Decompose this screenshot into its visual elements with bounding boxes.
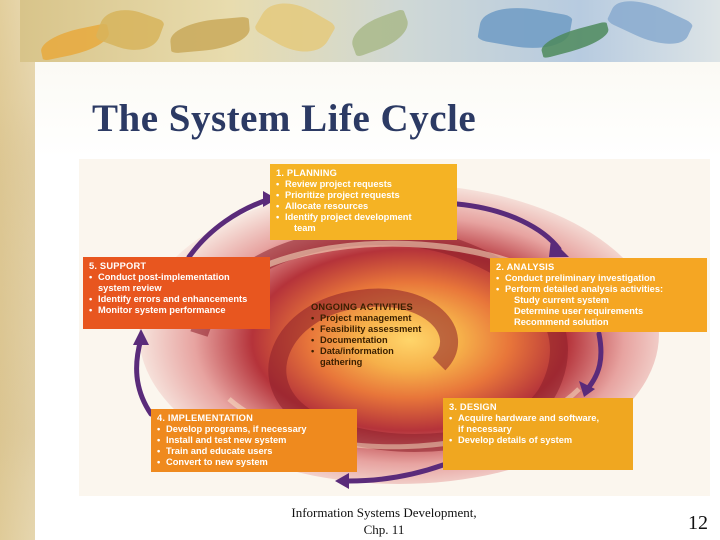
ongoing-activities-box: ONGOING ACTIVITIES Project management Fe… <box>305 298 457 376</box>
support-item-continuation: system review <box>98 283 162 293</box>
planning-item: Allocate resources <box>276 201 451 212</box>
design-item: Develop details of system <box>449 435 627 446</box>
planning-item-continuation: team <box>294 223 316 233</box>
arrowhead <box>335 473 349 489</box>
support-heading: 5. SUPPORT <box>89 261 147 271</box>
planning-item: Review project requests <box>276 179 451 190</box>
arrowhead <box>579 381 595 397</box>
ongoing-item: Feasibility assessment <box>311 324 451 335</box>
footer-line: Chp. 11 <box>363 522 405 537</box>
slide-footer: Information Systems Development, Chp. 11 <box>271 504 497 538</box>
arrow-implementation-to-support <box>134 336 154 417</box>
analysis-item: Perform detailed analysis activities: <box>496 284 701 295</box>
decorative-leaf-banner <box>20 0 720 62</box>
planning-heading: 1. PLANNING <box>276 168 338 178</box>
page-number: 12 <box>688 512 708 534</box>
system-life-cycle-diagram: 1. PLANNING Review project requests Prio… <box>79 159 710 496</box>
ongoing-heading: ONGOING ACTIVITIES <box>311 302 413 312</box>
implementation-item: Develop programs, if necessary <box>157 424 351 435</box>
support-item: Monitor system performance <box>89 305 264 316</box>
support-item: Conduct post-implementation <box>89 272 264 283</box>
slide-title: The System Life Cycle <box>92 97 477 140</box>
analysis-subitem: Study current system <box>514 295 610 305</box>
arrowhead <box>133 329 149 345</box>
analysis-subitem: Recommend solution <box>514 317 609 327</box>
implementation-phase-box: 4. IMPLEMENTATION Develop programs, if n… <box>151 409 357 472</box>
analysis-subitem: Determine user requirements <box>514 306 644 316</box>
planning-item: Identify project development <box>276 212 451 223</box>
planning-item: Prioritize project requests <box>276 190 451 201</box>
implementation-item: Install and test new system <box>157 435 351 446</box>
arrow-analysis-to-design <box>586 331 604 390</box>
footer-line: Information Systems Development, <box>291 505 477 520</box>
design-item: Acquire hardware and software, <box>449 413 627 424</box>
analysis-phase-box: 2. ANALYSIS Conduct preliminary investig… <box>490 258 707 332</box>
support-item: Identify errors and enhancements <box>89 294 264 305</box>
ongoing-item: Data/information <box>311 346 451 357</box>
design-item-continuation: if necessary <box>458 424 512 434</box>
arrow-support-to-planning <box>186 196 273 260</box>
analysis-heading: 2. ANALYSIS <box>496 262 555 272</box>
planning-phase-box: 1. PLANNING Review project requests Prio… <box>270 164 457 240</box>
analysis-item: Conduct preliminary investigation <box>496 273 701 284</box>
implementation-item: Train and educate users <box>157 446 351 457</box>
ongoing-item: Project management <box>311 313 451 324</box>
ongoing-item-continuation: gathering <box>320 357 363 367</box>
implementation-item: Convert to new system <box>157 457 351 468</box>
arrowhead <box>549 239 569 257</box>
arrow-design-to-implementation <box>346 462 446 484</box>
implementation-heading: 4. IMPLEMENTATION <box>157 413 254 423</box>
design-heading: 3. DESIGN <box>449 402 497 412</box>
design-phase-box: 3. DESIGN Acquire hardware and software,… <box>443 398 633 470</box>
ongoing-item: Documentation <box>311 335 451 346</box>
support-phase-box: 5. SUPPORT Conduct post-implementation s… <box>83 257 270 329</box>
